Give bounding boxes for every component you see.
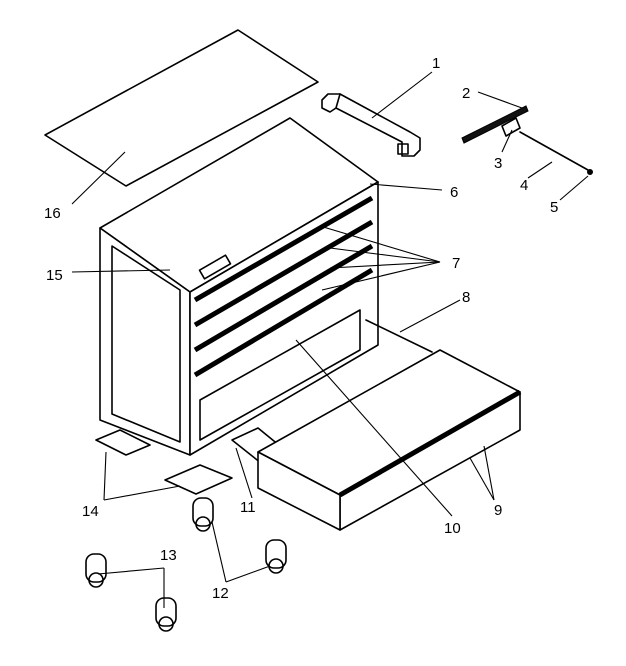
callout-3: 3 bbox=[494, 155, 502, 172]
part-lock-key bbox=[587, 169, 593, 175]
cabinet-body bbox=[99, 117, 379, 456]
part-drawer-rail bbox=[365, 319, 433, 353]
part-lock-cam bbox=[501, 117, 521, 137]
part-lock-bar bbox=[461, 105, 529, 144]
callout-15: 15 bbox=[46, 267, 63, 284]
callout-7: 7 bbox=[452, 255, 460, 272]
callout-5: 5 bbox=[550, 199, 558, 216]
callout-2: 2 bbox=[462, 85, 470, 102]
callout-12: 12 bbox=[212, 585, 229, 602]
part-handle bbox=[321, 93, 421, 157]
callout-10: 10 bbox=[444, 520, 461, 537]
callout-9: 9 bbox=[494, 502, 502, 519]
callout-11: 11 bbox=[240, 499, 256, 516]
part-caster-12a bbox=[192, 497, 214, 532]
part-caster-12b bbox=[265, 539, 287, 574]
part-mounting-plate-left bbox=[95, 429, 151, 456]
callout-13: 13 bbox=[160, 547, 177, 564]
callout-14: 14 bbox=[82, 503, 99, 520]
callout-8: 8 bbox=[462, 289, 470, 306]
callout-6: 6 bbox=[450, 184, 458, 201]
leader-lines bbox=[71, 71, 589, 608]
callout-16: 16 bbox=[44, 205, 61, 222]
part-bottom-drawer bbox=[257, 349, 522, 531]
callout-1: 1 bbox=[432, 55, 440, 72]
part-caster-13a bbox=[85, 553, 107, 588]
part-lock-rod bbox=[519, 131, 589, 171]
callout-4: 4 bbox=[520, 177, 528, 194]
part-mounting-plate-right bbox=[164, 464, 233, 495]
part-top-mat bbox=[44, 29, 319, 187]
callout-labels: 1 2 3 4 5 6 7 8 9 10 11 12 13 14 15 16 bbox=[44, 55, 558, 602]
part-caster-13b bbox=[155, 597, 177, 632]
